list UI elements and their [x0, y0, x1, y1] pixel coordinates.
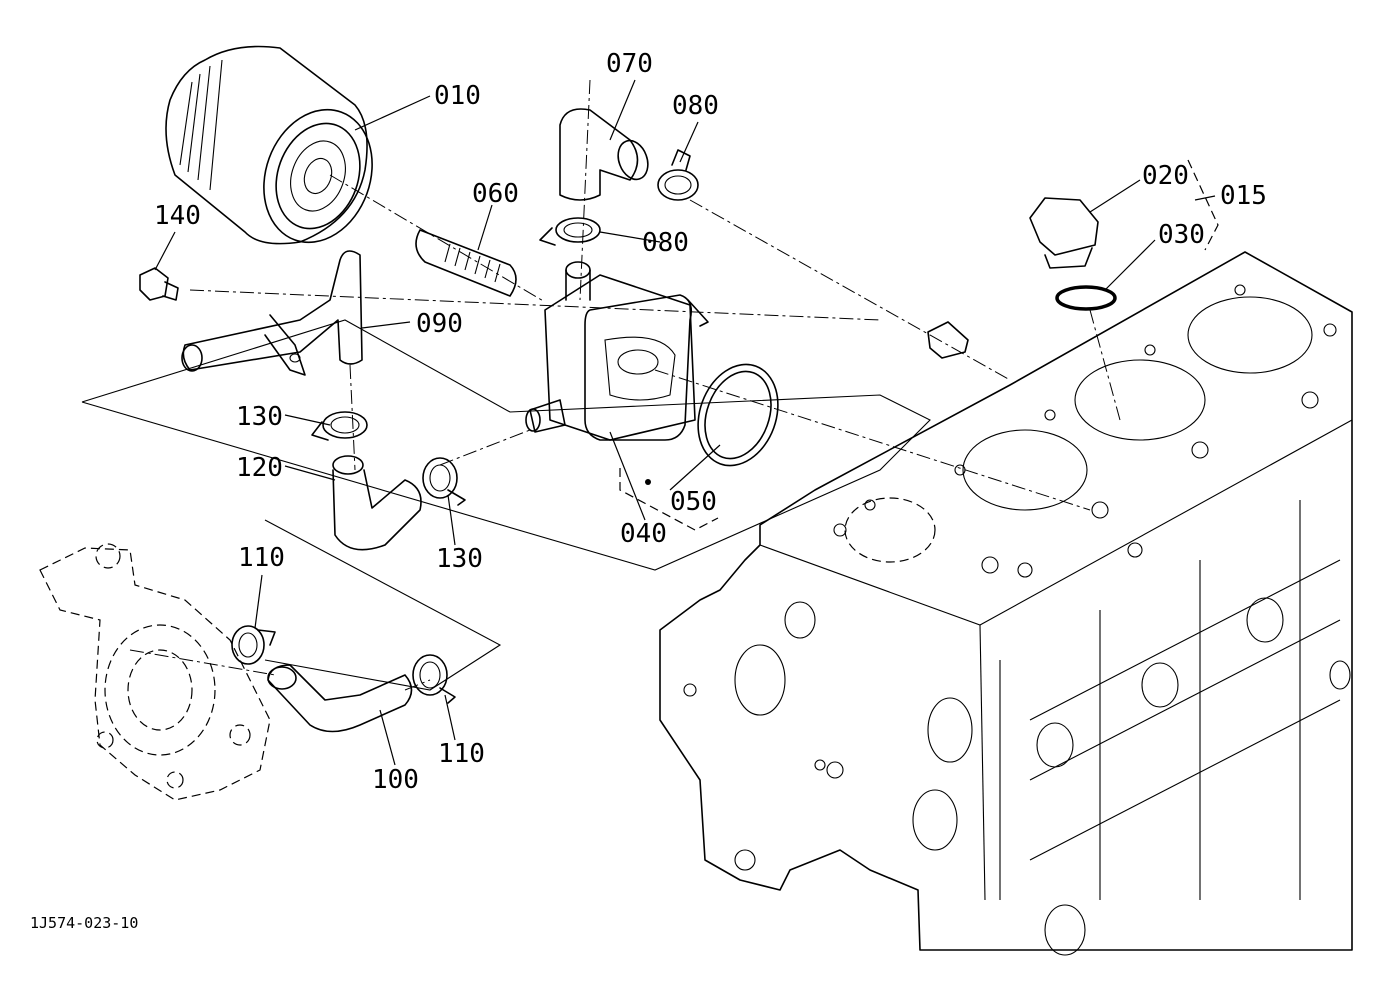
group-boundary: [81, 319, 931, 571]
callout-110-upper: 110: [238, 543, 285, 573]
callout-080-middle: 080: [642, 228, 689, 258]
callout-140: 140: [154, 201, 201, 231]
reference-dot: [645, 479, 651, 485]
callout-120: 120: [236, 453, 283, 483]
hose-clamp-top-center[interactable]: [539, 217, 601, 246]
callout-010: 010: [434, 81, 481, 111]
filler-cap-o-ring[interactable]: [1055, 285, 1117, 311]
oil-filter-cartridge[interactable]: [165, 45, 390, 258]
callout-110-lower: 110: [438, 739, 485, 769]
elbow-hose-middle[interactable]: [332, 455, 422, 551]
group-bracket-040: [619, 468, 719, 531]
water-flange-housing: [39, 543, 271, 801]
callout-130-right: 130: [436, 544, 483, 574]
callout-020: 020: [1142, 161, 1189, 191]
hose-clamp-middle-left[interactable]: [311, 411, 368, 441]
o-ring-gasket[interactable]: [685, 353, 792, 477]
oil-pipe[interactable]: [181, 250, 363, 376]
callout-100: 100: [372, 765, 419, 795]
banjo-bolt[interactable]: [139, 267, 179, 301]
engine-side-fitting[interactable]: [927, 321, 969, 359]
callout-130-left: 130: [236, 402, 283, 432]
callout-090: 090: [416, 309, 463, 339]
hose-clamp-top-right[interactable]: [657, 149, 699, 201]
group-boundary-lower: [264, 519, 502, 691]
callout-030: 030: [1158, 220, 1205, 250]
lower-water-hose[interactable]: [267, 664, 413, 733]
oil-cooler-assembly[interactable]: [525, 261, 709, 441]
group-bracket-015: [1187, 159, 1219, 251]
callout-015: 015: [1220, 181, 1267, 211]
callout-080-top: 080: [672, 91, 719, 121]
drawing-code: 1J574-023-10: [30, 914, 138, 932]
engine-cylinder-block: [659, 251, 1353, 956]
hose-clamp-middle-right[interactable]: [422, 457, 466, 506]
oil-filler-cap[interactable]: [1029, 197, 1099, 269]
hose-clamp-lower-right[interactable]: [412, 654, 456, 704]
assembly-lines: [129, 79, 1121, 691]
callout-050: 050: [670, 487, 717, 517]
callout-040: 040: [620, 519, 667, 549]
hose-clamp-lower-left[interactable]: [231, 625, 276, 665]
leader-lines: [154, 79, 1216, 766]
elbow-hose-top[interactable]: [559, 108, 653, 201]
callout-060: 060: [472, 179, 519, 209]
callout-070: 070: [606, 49, 653, 79]
connector-pipe[interactable]: [415, 229, 517, 297]
callout-labels: 010 015 020 030 040 050 060 070 080 080 …: [154, 49, 1267, 795]
